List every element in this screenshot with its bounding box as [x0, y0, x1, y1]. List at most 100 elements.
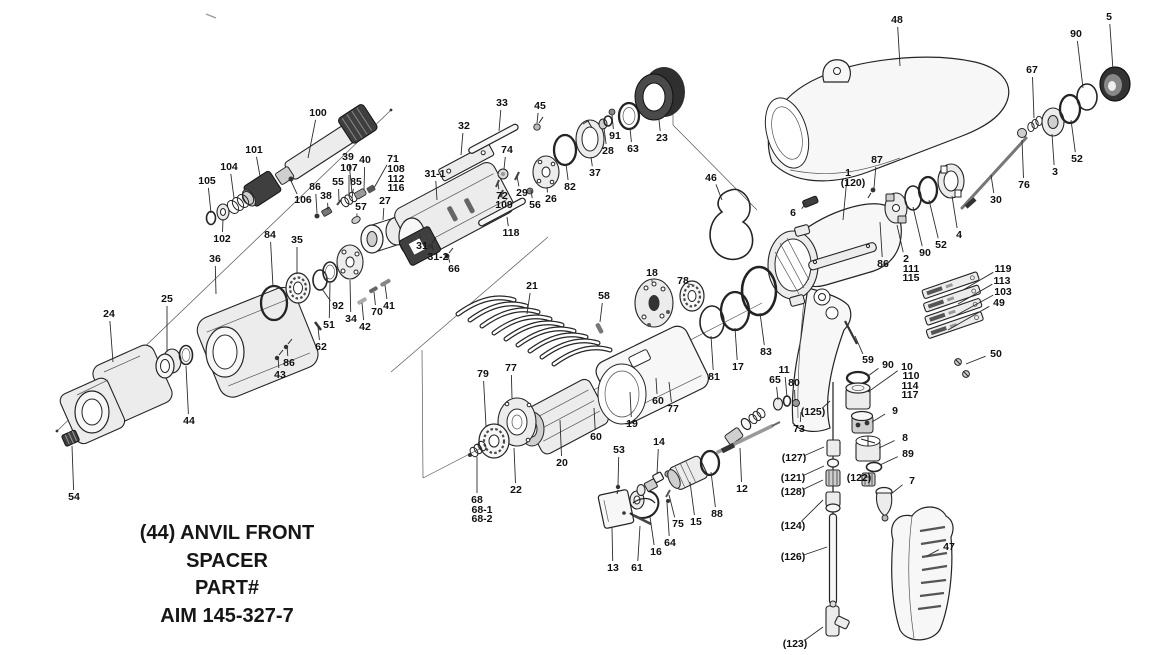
part-label-90: 90	[1070, 28, 1082, 40]
pin-59	[844, 320, 858, 345]
part-label-86: 86	[877, 258, 889, 270]
leader-line-70	[373, 291, 376, 306]
part-label-34: 34	[345, 313, 357, 325]
part-label-(123): (123)	[783, 638, 808, 650]
cylinder-19	[595, 325, 709, 425]
part-label-36: 36	[209, 253, 221, 265]
caption-line-2: SPACER	[186, 549, 268, 572]
leader-line-50	[965, 355, 986, 365]
leader-line-32	[460, 132, 464, 156]
part-label-117: 117	[902, 389, 919, 401]
pin-58	[595, 323, 604, 334]
leader-line-81	[710, 335, 714, 371]
tube-126	[828, 513, 838, 605]
part-label-71: 71	[387, 153, 399, 165]
leader-line-41	[384, 284, 388, 300]
leader-line-60	[655, 377, 658, 395]
leader-line-89	[879, 456, 898, 466]
part-label-68-1: 68-1	[471, 504, 492, 516]
bushing-25	[155, 348, 182, 379]
part-label-75: 75	[672, 518, 684, 530]
leader-line-43	[277, 355, 280, 369]
ring-11	[782, 395, 792, 407]
leader-line-39	[348, 163, 353, 194]
part-label-73: 73	[793, 423, 805, 435]
part-label-84: 84	[264, 229, 276, 241]
leader-line-52	[1070, 119, 1076, 153]
leader-line-104	[230, 173, 235, 199]
part-label-116: 116	[388, 182, 405, 194]
leader-line-103	[952, 294, 994, 318]
part-label-87: 87	[871, 154, 883, 166]
part-label-115: 115	[903, 272, 920, 284]
part-label-7: 7	[909, 475, 915, 487]
part-label-43: 43	[274, 369, 286, 381]
washer-121	[826, 458, 840, 468]
leader-line-83	[759, 312, 765, 346]
leader-line-4	[951, 195, 958, 229]
screw-31-2	[427, 237, 437, 249]
part-label-86: 86	[283, 357, 295, 369]
part-label-62: 62	[315, 341, 327, 353]
leader-line-62	[317, 326, 320, 341]
pin-70	[369, 286, 378, 294]
spring-104	[226, 191, 255, 214]
clip-57	[351, 216, 361, 224]
retainer-37	[575, 119, 605, 159]
leader-line-26	[546, 186, 548, 193]
leader-line-(128)	[803, 479, 824, 490]
part-label-14: 14	[653, 436, 665, 448]
bearing-35	[285, 272, 311, 304]
bearing-78	[679, 280, 705, 312]
leader-line-52	[928, 199, 939, 239]
part-label-49: 49	[993, 297, 1005, 309]
cone-38	[321, 206, 333, 217]
rear-gear-train	[884, 66, 1131, 224]
part-label-92: 92	[332, 300, 344, 312]
leader-line-46	[715, 184, 723, 201]
leader-line-1	[842, 179, 848, 221]
leader-line-84	[270, 241, 274, 288]
leader-line-47	[926, 549, 940, 557]
leader-line-7	[890, 484, 903, 495]
leader-line-3	[1051, 133, 1055, 166]
fitting-124	[825, 491, 841, 513]
leader-line-88	[710, 471, 716, 508]
part-label-18: 18	[646, 267, 658, 279]
hammer-frame-31-1	[394, 162, 515, 266]
part-label-8: 8	[902, 432, 908, 444]
pin-80	[792, 399, 800, 407]
part-label-83: 83	[760, 346, 772, 358]
leader-line-36	[214, 265, 217, 295]
throttle-lever-parts	[597, 421, 781, 529]
ball-76	[1017, 128, 1027, 138]
o-ring-84	[259, 284, 289, 322]
part-label-67: 67	[1026, 64, 1038, 76]
leader-line-87	[873, 166, 877, 189]
part-label-3: 3	[1052, 166, 1058, 178]
grip-ring-23	[634, 67, 685, 121]
anvil-assembly-100	[275, 104, 378, 185]
part-label-12: 12	[736, 483, 748, 495]
leader-line-113	[957, 283, 993, 305]
leader-line-13	[611, 527, 614, 562]
ring-63	[617, 101, 641, 131]
pin-55	[336, 199, 342, 206]
leader-line-86	[879, 221, 883, 258]
part-label-111: 111	[903, 263, 920, 275]
valve-7	[875, 486, 893, 522]
leader-line-78	[687, 283, 693, 286]
leader-line-(125)	[821, 400, 831, 409]
leader-line-90	[1076, 40, 1084, 89]
leader-line-29	[516, 175, 520, 187]
part-label-32: 32	[458, 120, 470, 132]
rod-118	[478, 197, 526, 227]
nameplates	[921, 271, 984, 378]
leader-line-118	[506, 216, 509, 227]
part-label-30: 30	[990, 194, 1002, 206]
pin-75	[665, 489, 671, 498]
part-label-70: 70	[371, 306, 383, 318]
leader-line-(127)	[804, 446, 825, 457]
part-label-33: 33	[496, 97, 508, 109]
part-label-37: 37	[589, 167, 601, 179]
